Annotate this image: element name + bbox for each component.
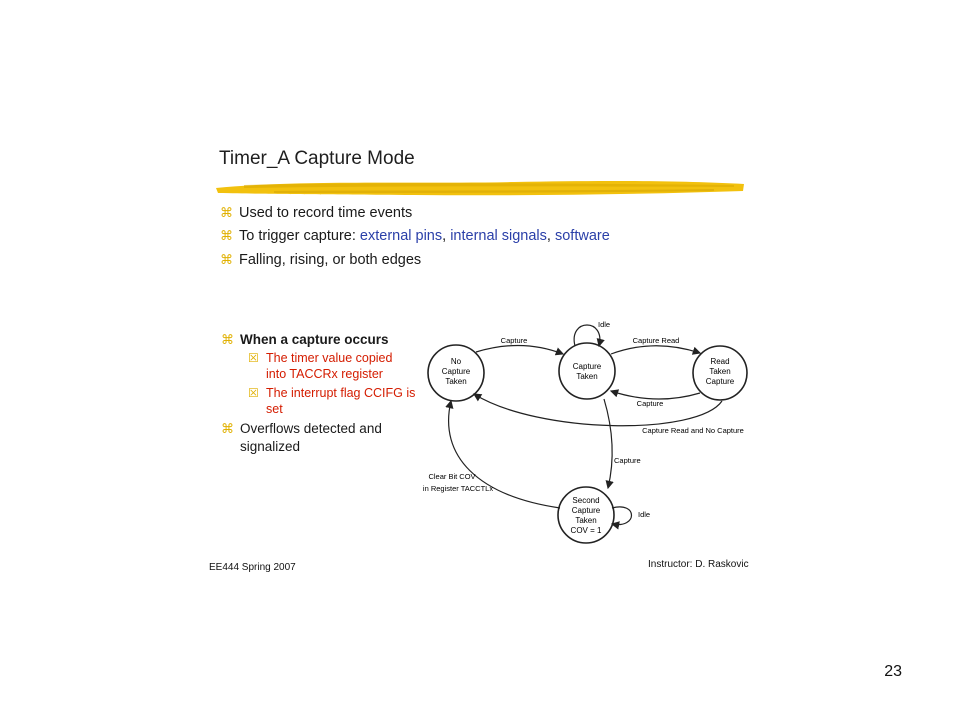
svg-text:Idle: Idle <box>638 510 650 519</box>
svg-text:Capture: Capture <box>614 456 641 465</box>
svg-text:COV = 1: COV = 1 <box>571 526 602 535</box>
page-number: 23 <box>884 663 902 680</box>
title-underline-brush <box>216 180 744 196</box>
bullet-marker-icon: ⌘ <box>220 205 233 220</box>
svg-text:Taken: Taken <box>709 367 730 376</box>
state-no-capture: No Capture Taken <box>427 344 485 402</box>
state-read-taken-capture: Read Taken Capture <box>692 345 748 401</box>
bullet-edges: ⌘ Falling, rising, or both edges <box>220 252 422 268</box>
svg-text:Capture: Capture <box>706 377 735 386</box>
footer-course: EE444 Spring 2007 <box>209 562 296 573</box>
sub-bullet-marker-icon: ☒ <box>248 386 259 400</box>
bullet-marker-icon: ⌘ <box>221 332 234 347</box>
svg-text:Capture: Capture <box>572 506 601 515</box>
bullet-marker-icon: ⌘ <box>220 228 233 243</box>
svg-text:Taken: Taken <box>445 377 466 386</box>
footer-instructor: Instructor: D. Raskovic <box>648 559 749 570</box>
svg-text:Capture: Capture <box>442 367 471 376</box>
sub-bullet-marker-icon: ☒ <box>248 351 259 365</box>
state-capture-taken: Capture Taken <box>558 342 616 400</box>
svg-text:Taken: Taken <box>576 372 597 381</box>
svg-text:Capture: Capture <box>501 336 528 345</box>
svg-text:Capture: Capture <box>637 399 664 408</box>
software-text: software <box>554 228 610 244</box>
svg-text:Read: Read <box>710 357 729 366</box>
svg-text:Second: Second <box>572 496 599 505</box>
bullet-overflows: ⌘ Overflows detected and signalized <box>221 421 382 454</box>
svg-text:Capture: Capture <box>573 362 602 371</box>
sub-bullet-timer-value: ☒ The timer value copied into TACCRx reg… <box>248 351 393 381</box>
svg-text:in Register TACCTLx: in Register TACCTLx <box>423 484 493 493</box>
internal-signals-text: internal signals <box>450 228 547 244</box>
bullet-marker-icon: ⌘ <box>221 421 234 436</box>
capture-heading: ⌘ When a capture occurs <box>221 332 389 347</box>
slide-title: Timer_A Capture Mode <box>219 148 415 169</box>
state-second-capture: Second Capture Taken COV = 1 <box>557 486 615 544</box>
bullet-marker-icon: ⌘ <box>220 252 233 267</box>
svg-text:Taken: Taken <box>575 516 596 525</box>
sub-bullet-interrupt-flag: ☒ The interrupt flag CCIFG is set <box>248 386 416 416</box>
svg-text:Capture Read: Capture Read <box>633 336 680 345</box>
svg-text:No: No <box>451 357 462 366</box>
svg-text:Clear Bit COV: Clear Bit COV <box>428 472 475 481</box>
bullet-trigger-capture: ⌘ To trigger capture: external pins, int… <box>220 228 610 244</box>
external-pins-text: external pins <box>359 228 443 244</box>
capture-state-diagram: No Capture Taken Capture Taken Read Take… <box>423 320 748 544</box>
svg-text:Idle: Idle <box>598 320 610 329</box>
bullet-used-to-record: ⌘ Used to record time events <box>220 205 413 221</box>
svg-text:Capture Read and No Capture: Capture Read and No Capture <box>642 426 744 435</box>
